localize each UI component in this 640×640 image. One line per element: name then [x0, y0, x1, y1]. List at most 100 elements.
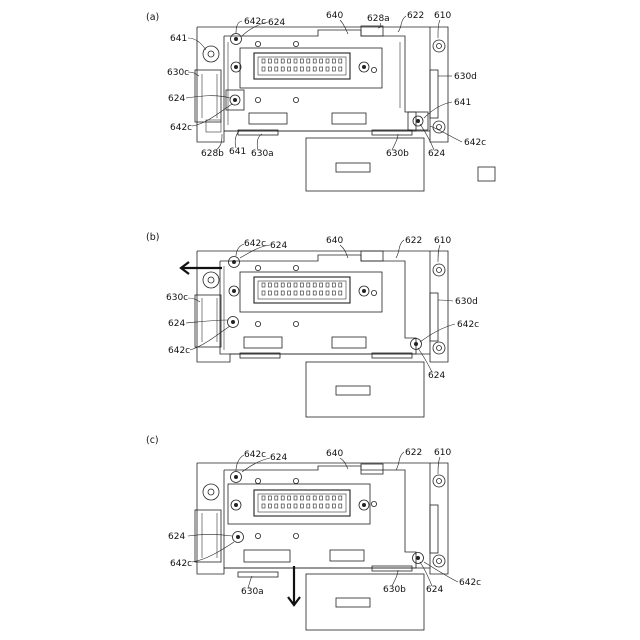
panel-label-a: (a)	[146, 12, 159, 23]
connector-pin	[262, 291, 265, 295]
connector-pin	[275, 291, 278, 295]
connector-pin	[294, 283, 297, 287]
ref-label: 630d	[454, 72, 477, 82]
connector-pin	[320, 496, 323, 500]
connector-pin	[262, 504, 265, 508]
connector-pin	[288, 496, 291, 500]
connector-pin	[300, 291, 303, 295]
connector-pin	[288, 283, 291, 287]
ref-label: 630b	[383, 585, 406, 595]
connector-pin	[326, 59, 329, 63]
connector-pin	[339, 291, 342, 295]
connector-pin	[268, 504, 271, 508]
ref-label: 630b	[386, 149, 409, 159]
connector-pin	[268, 283, 271, 287]
ref-label: 642c	[244, 17, 266, 27]
connector-pin	[300, 59, 303, 63]
connector-pin	[320, 67, 323, 71]
connector-pin	[281, 496, 284, 500]
ref-label: 642c	[168, 346, 190, 356]
connector-pin	[313, 67, 316, 71]
connector-pin	[307, 283, 310, 287]
device-assembly-c	[195, 463, 448, 630]
ref-label: 630c	[167, 68, 189, 78]
connector-pin	[268, 291, 271, 295]
ref-label: 641	[229, 147, 246, 157]
device-assembly-b	[181, 251, 448, 417]
connector-pin	[275, 504, 278, 508]
ref-label: 642c	[170, 559, 192, 569]
ref-label: 630a	[241, 587, 264, 597]
connector-pin	[262, 496, 265, 500]
ref-label: 640	[326, 236, 343, 246]
connector-pin	[326, 67, 329, 71]
ref-label: 610	[434, 448, 451, 458]
connector-pin	[300, 283, 303, 287]
connector-pin	[268, 59, 271, 63]
ref-label: 630c	[166, 293, 188, 303]
ref-label: 642c	[457, 320, 479, 330]
connector-pin	[326, 291, 329, 295]
ref-label: 642c	[170, 123, 192, 133]
ref-label: 624	[428, 149, 445, 159]
connector-pin	[339, 67, 342, 71]
connector-pin	[326, 283, 329, 287]
connector-pin	[332, 496, 335, 500]
connector-pin	[313, 283, 316, 287]
connector-pin	[313, 291, 316, 295]
connector-pin	[262, 67, 265, 71]
ref-label: 624	[168, 94, 185, 104]
connector-pin	[275, 283, 278, 287]
ref-label: 628b	[201, 149, 224, 159]
connector-pin	[320, 291, 323, 295]
ref-label: 640	[326, 449, 343, 459]
ref-label: 624	[168, 319, 185, 329]
ref-label: 624	[428, 371, 445, 381]
ref-label: 624	[268, 18, 285, 28]
connector-pin	[320, 504, 323, 508]
connector-pin	[332, 291, 335, 295]
connector-pins-b	[262, 283, 342, 295]
ref-label: 642c	[459, 578, 481, 588]
connector-pins-c	[262, 496, 342, 508]
connector-pin	[294, 291, 297, 295]
connector-pin	[275, 67, 278, 71]
connector-pin	[332, 67, 335, 71]
ref-label: 624	[270, 241, 287, 251]
ref-label: 628a	[367, 14, 390, 24]
ref-label: 622	[407, 11, 424, 21]
ref-label: 642c	[244, 450, 266, 460]
ref-label: 622	[405, 236, 422, 246]
connector-pin	[320, 59, 323, 63]
reference-labels-c: 642c 624 640 622 610 624 642c 630a 630b …	[168, 448, 481, 597]
connector-pin	[281, 504, 284, 508]
connector-pin	[262, 59, 265, 63]
connector-pin	[307, 291, 310, 295]
panel-label-b: (b)	[146, 232, 159, 243]
connector-pin	[281, 291, 284, 295]
connector-pin	[307, 496, 310, 500]
ref-label: 624	[270, 453, 287, 463]
connector-pin	[288, 291, 291, 295]
connector-pin	[339, 59, 342, 63]
ref-label: 624	[168, 532, 185, 542]
connector-pin	[300, 496, 303, 500]
connector-pin	[275, 496, 278, 500]
panel-label-c: (c)	[146, 435, 159, 446]
connector-pin	[339, 496, 342, 500]
connector-pin	[294, 59, 297, 63]
connector-pin	[307, 59, 310, 63]
connector-pin	[326, 496, 329, 500]
connector-pin	[313, 59, 316, 63]
connector-pin	[332, 59, 335, 63]
panel-b: (b)	[146, 232, 479, 417]
connector-pin	[300, 67, 303, 71]
connector-pin	[268, 496, 271, 500]
connector-pin	[268, 67, 271, 71]
connector-pin	[300, 504, 303, 508]
ref-label: 610	[434, 11, 451, 21]
connector-pin	[307, 504, 310, 508]
connector-pin	[332, 283, 335, 287]
connector-pin	[281, 67, 284, 71]
